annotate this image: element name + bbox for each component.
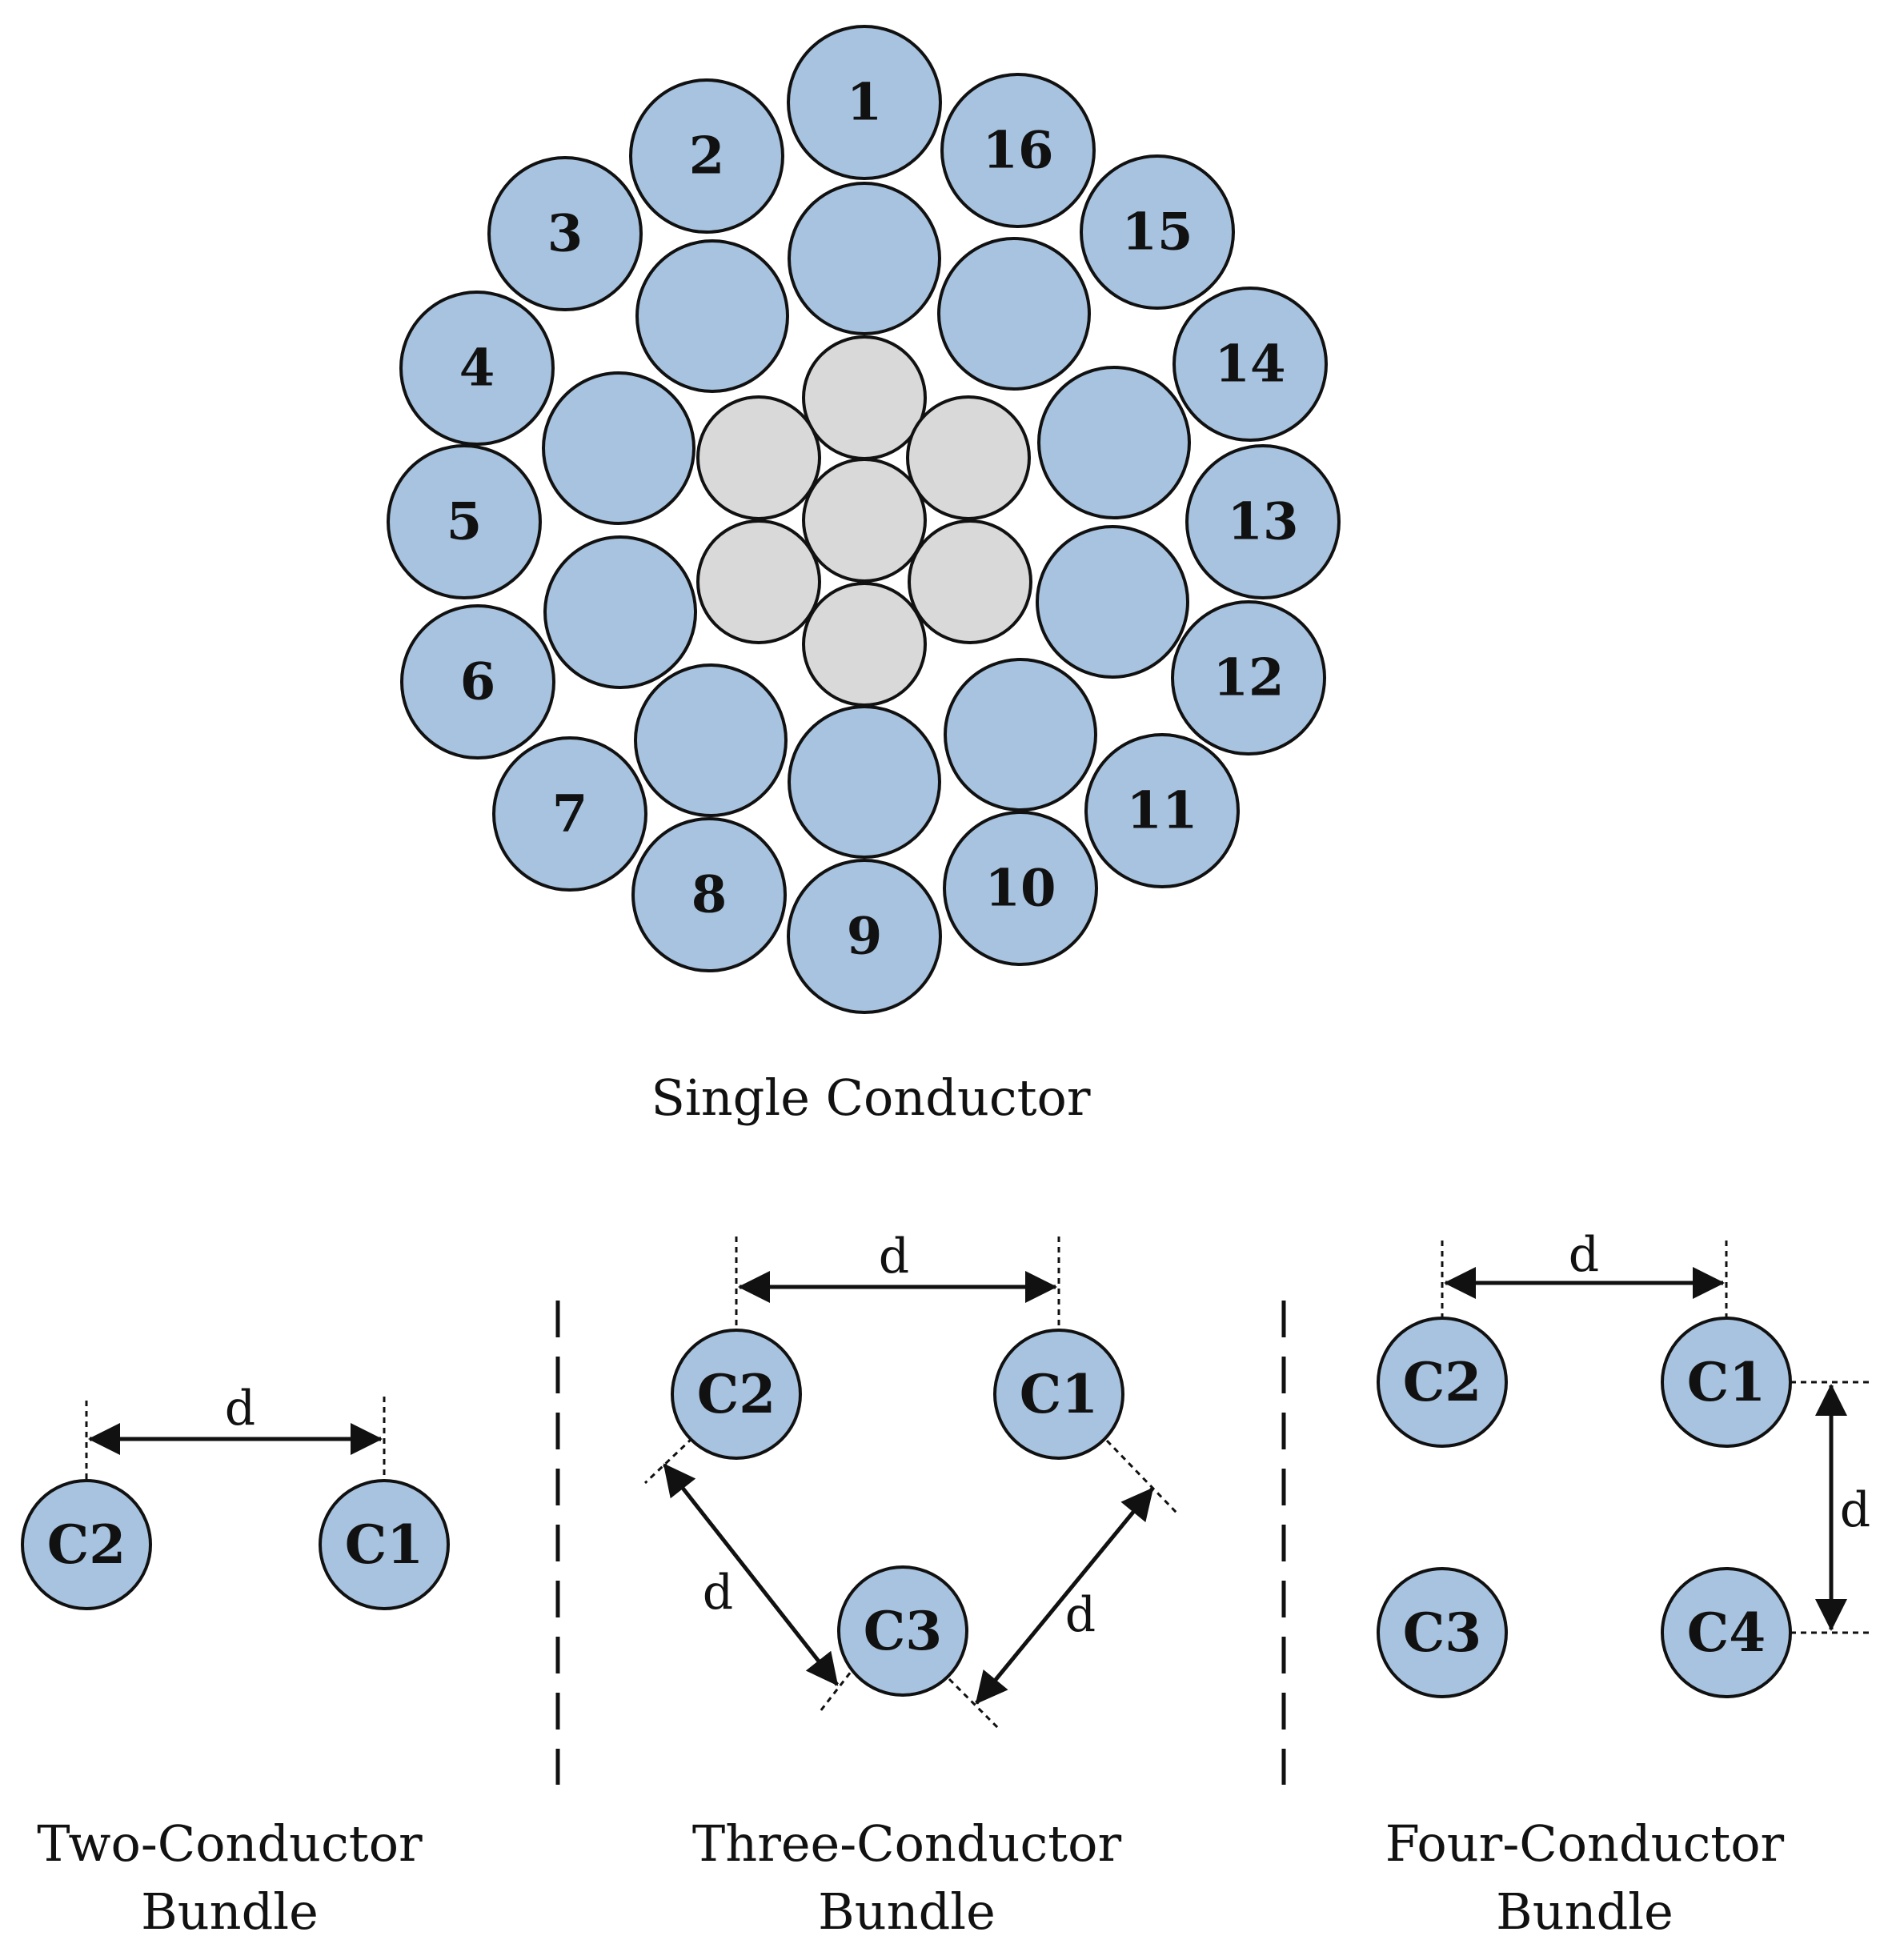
inner-strand — [1036, 525, 1189, 679]
four-bundle-caption-line2: Bundle — [1496, 1882, 1674, 1941]
conductor-label: C1 — [1020, 1363, 1098, 1425]
dimension-label: d — [703, 1565, 733, 1621]
strand-number: 1 — [847, 73, 883, 133]
outer-strand-6: 6 — [400, 604, 555, 760]
conductor-c2: C2 — [1377, 1317, 1508, 1448]
core-strand — [696, 395, 821, 520]
conductor-label: C4 — [1687, 1601, 1766, 1664]
core-strand — [802, 335, 927, 460]
outer-aluminum-layer: 1 2 3 4 5 6 7 — [387, 25, 1341, 1014]
dimension-arrow — [975, 1487, 1154, 1705]
two-bundle-caption-line2: Bundle — [141, 1882, 319, 1941]
outer-strand-9: 9 — [787, 859, 942, 1014]
core-strand — [696, 519, 821, 644]
conductor-c1: C1 — [993, 1329, 1124, 1460]
two-bundle-caption-line1: Two-Conductor — [37, 1814, 423, 1873]
inner-strand — [543, 535, 697, 689]
dimension-label: d — [1065, 1587, 1096, 1643]
conductor-label: C2 — [697, 1363, 776, 1425]
core-strand — [802, 458, 927, 583]
outer-strand-12: 12 — [1171, 600, 1326, 756]
strand-number: 10 — [984, 859, 1056, 919]
inner-strand — [542, 371, 695, 525]
conductor-c3: C3 — [837, 1565, 968, 1697]
dimension-label: d — [879, 1229, 909, 1285]
three-bundle-caption-line2: Bundle — [818, 1882, 996, 1941]
outer-strand-11: 11 — [1084, 733, 1240, 888]
inner-strand — [1037, 366, 1191, 519]
conductor-c3: C3 — [1377, 1567, 1508, 1698]
outer-strand-10: 10 — [943, 811, 1098, 966]
outer-strand-1: 1 — [787, 25, 942, 180]
outer-strand-13: 13 — [1185, 444, 1341, 599]
conductor-label: C1 — [1687, 1351, 1766, 1413]
strand-number: 3 — [547, 204, 583, 264]
conductor-c2: C2 — [21, 1479, 152, 1610]
strand-number: 12 — [1213, 648, 1284, 708]
strand-number: 4 — [459, 339, 495, 399]
two-conductor-bundle: d C2 C1 Two-Conductor Bundle — [21, 1381, 450, 1941]
inner-strand — [937, 237, 1091, 391]
strand-number: 9 — [847, 907, 883, 967]
strand-number: 13 — [1227, 492, 1298, 552]
three-conductor-bundle: d d d C2 C1 C3 Three-Conductor Bundle — [643, 1229, 1178, 1941]
extension-line — [643, 1437, 694, 1485]
strand-number: 11 — [1126, 781, 1197, 841]
inner-strand — [788, 705, 941, 859]
outer-strand-7: 7 — [492, 736, 647, 892]
three-bundle-caption-line1: Three-Conductor — [692, 1814, 1122, 1873]
steel-core — [696, 335, 1032, 707]
inner-strand — [635, 239, 789, 393]
four-bundle-caption-line1: Four-Conductor — [1385, 1814, 1785, 1873]
strand-number: 16 — [982, 121, 1053, 181]
core-strand — [908, 519, 1032, 644]
outer-strand-14: 14 — [1172, 287, 1328, 442]
four-conductor-bundle: d d C2 C1 C3 C4 Four-Conductor Bundle — [1377, 1227, 1873, 1941]
conductor-label: C2 — [1403, 1351, 1481, 1413]
conductor-c1: C1 — [319, 1479, 450, 1610]
dimension-arrow — [663, 1463, 839, 1686]
extension-line — [948, 1677, 1000, 1730]
single-conductor: 1 2 3 4 5 6 7 — [387, 25, 1341, 1127]
strand-number: 14 — [1214, 335, 1285, 395]
outer-strand-3: 3 — [487, 156, 643, 311]
strand-number: 5 — [447, 492, 483, 552]
conductor-label: C1 — [345, 1513, 423, 1576]
inner-aluminum-layer — [542, 182, 1191, 859]
outer-strand-8: 8 — [631, 817, 787, 972]
conductor-c2: C2 — [671, 1329, 802, 1460]
outer-strand-5: 5 — [387, 444, 542, 599]
strand-number: 7 — [552, 784, 588, 844]
conductor-c1: C1 — [1661, 1317, 1792, 1448]
dimension-label: d — [1569, 1227, 1599, 1283]
strand-number: 2 — [689, 126, 725, 186]
extension-line — [1105, 1439, 1178, 1514]
core-strand — [802, 582, 927, 707]
inner-strand — [944, 658, 1097, 812]
conductor-label: C3 — [864, 1600, 942, 1662]
inner-strand — [788, 182, 941, 335]
strand-number: 8 — [691, 865, 728, 925]
strand-number: 15 — [1121, 202, 1193, 263]
outer-strand-15: 15 — [1080, 154, 1235, 310]
conductor-label: C3 — [1403, 1601, 1481, 1664]
conductor-c4: C4 — [1661, 1567, 1792, 1698]
core-strand — [906, 395, 1031, 520]
strand-number: 6 — [460, 652, 496, 712]
outer-strand-4: 4 — [399, 291, 555, 446]
outer-strand-2: 2 — [629, 78, 784, 234]
dimension-label: d — [225, 1381, 255, 1437]
outer-strand-16: 16 — [940, 73, 1096, 228]
dimension-label: d — [1840, 1482, 1870, 1538]
inner-strand — [634, 663, 788, 817]
conductor-label: C2 — [47, 1513, 126, 1576]
single-conductor-caption: Single Conductor — [651, 1068, 1090, 1127]
